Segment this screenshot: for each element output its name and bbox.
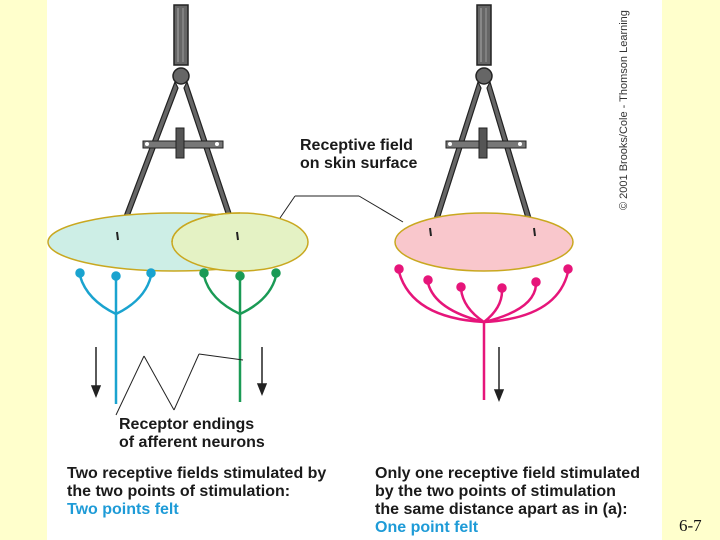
copyright-text: © 2001 Brooks/Cole - Thomson Learning: [618, 10, 630, 210]
right-result: One point felt: [375, 519, 479, 536]
receptive-field-label: Receptive field on skin surface: [300, 137, 418, 172]
slide-number: 6-7: [679, 516, 702, 535]
left-result: Two points felt: [67, 501, 179, 518]
left-afferent-neuron: [75, 268, 156, 404]
left-caption: Two receptive fields stimulated by the t…: [67, 465, 327, 500]
left-caliper: [114, 4, 241, 241]
pointer-lines: [115, 195, 404, 416]
receptive-field-diagram: [47, 4, 574, 416]
right-caliper: [427, 4, 538, 239]
middle-afferent-neuron: [199, 268, 281, 402]
figure-panel: Receptive field on skin surface Receptor…: [47, 0, 662, 540]
receptor-endings-label: Receptor endings of afferent neurons: [119, 416, 265, 451]
right-receptive-field: [394, 212, 574, 272]
right-caption: Only one receptive field stimulated by t…: [375, 465, 640, 518]
right-afferent-neuron: [394, 264, 573, 400]
downward-arrows: [90, 347, 505, 403]
